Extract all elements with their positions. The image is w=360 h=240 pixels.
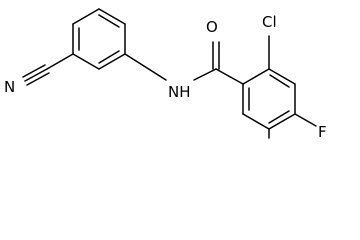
bond: [294, 113, 317, 127]
bond: [193, 68, 217, 81]
cyanophenyl-ring: [72, 8, 126, 70]
carbonyl-oxygen-label: O: [206, 18, 218, 36]
double-bond-inner: [98, 50, 120, 64]
bond: [242, 113, 270, 130]
bond: [46, 53, 74, 70]
double-bond-inner: [269, 74, 290, 88]
nitrile-group: N: [4, 53, 74, 96]
amide-nh-label: NH: [168, 83, 191, 101]
structure-diagram: N NH O Cl: [4, 8, 327, 141]
triple-bond: [22, 64, 46, 78]
bond: [72, 8, 100, 25]
double-bond-inner: [98, 14, 120, 28]
bond: [98, 8, 126, 25]
bond: [98, 53, 126, 70]
chlorine-label: Cl: [262, 13, 277, 31]
bond: [268, 113, 296, 130]
chloro-substituent: Cl: [262, 13, 277, 70]
bond: [72, 53, 100, 70]
nitrile-nitrogen-label: N: [4, 78, 15, 96]
fluoro-substituent: F: [268, 113, 327, 141]
triple-bond: [26, 72, 50, 86]
chlorofluorophenyl-ring: [242, 68, 296, 130]
bond: [268, 68, 296, 85]
fluorine-label: F: [318, 123, 327, 141]
bond: [242, 68, 270, 85]
double-bond-inner: [268, 110, 290, 124]
bond: [124, 53, 167, 81]
amide-linkage: NH O: [124, 18, 244, 101]
molecule-drawing: N NH O Cl: [4, 8, 327, 141]
bond: [215, 68, 244, 85]
triple-bond: [24, 68, 48, 82]
